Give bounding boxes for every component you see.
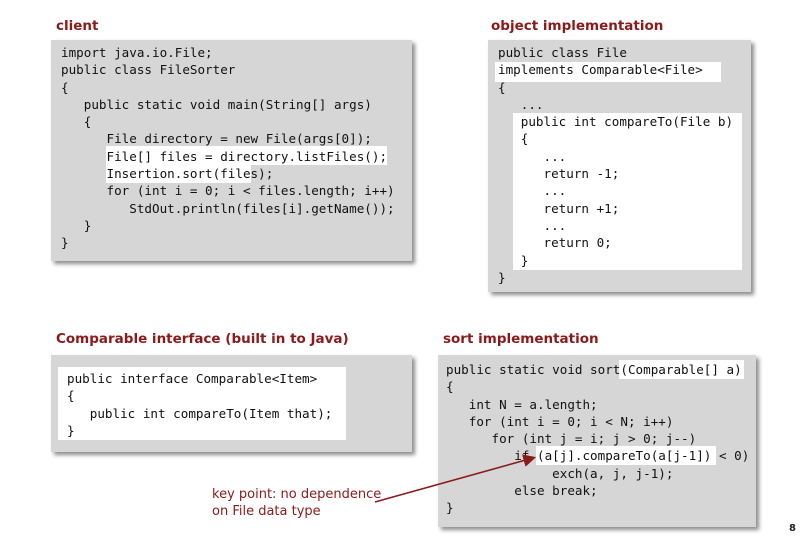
code-line: else break; xyxy=(446,483,598,499)
sort-impl-code: public static void sort(Comparable[] a) {… xyxy=(446,361,749,517)
comparable-title: Comparable interface (built in to Java) xyxy=(56,331,349,347)
code-line: return -1; xyxy=(498,166,620,182)
code-line: return +1; xyxy=(498,200,620,216)
code-line: public int compareTo(Item that); xyxy=(67,405,333,421)
code-line: if (a[j].compareTo(a[j-1]) < 0) xyxy=(446,448,750,464)
code-line: public class FileSorter xyxy=(61,62,236,78)
code-line: { xyxy=(498,131,529,147)
code-line: StdOut.println(files[i].getName()); xyxy=(61,200,395,216)
code-line: ... xyxy=(498,183,567,199)
key-point-line1: key point: no dependence xyxy=(212,487,382,502)
code-line: { xyxy=(67,388,75,404)
key-point-line2: on File data type xyxy=(212,504,321,519)
client-code: import java.io.File; public class FileSor… xyxy=(61,44,395,252)
sort-impl-highlight-param xyxy=(619,360,744,379)
code-line: } xyxy=(498,252,529,268)
comparable-code: public interface Comparable<Item> { publi… xyxy=(67,370,332,439)
code-line: implements Comparable<File> xyxy=(498,62,703,78)
code-line: ... xyxy=(498,96,544,112)
code-line: return 0; xyxy=(498,235,612,251)
client-highlight-listfiles xyxy=(106,146,387,165)
code-line: } xyxy=(498,269,506,285)
code-line: public class File xyxy=(498,45,627,60)
client-highlight-sort xyxy=(106,164,251,183)
page-number: 8 xyxy=(789,523,796,534)
sort-impl-highlight-compare xyxy=(536,446,716,465)
code-line: int N = a.length; xyxy=(446,396,598,412)
object-impl-code-panel: public class File implements Comparable<F… xyxy=(488,40,751,292)
code-line: for (int i = 0; i < N; i++) xyxy=(446,413,674,429)
code-line: File[] files = directory.listFiles(); xyxy=(61,148,388,164)
code-line: for (int j = i; j > 0; j--) xyxy=(446,431,697,447)
arrow-line xyxy=(374,454,537,503)
comparable-code-panel: public interface Comparable<Item> { publi… xyxy=(51,355,412,452)
code-line: public static void sort(Comparable[] a) xyxy=(446,362,742,377)
code-line: } xyxy=(67,422,75,438)
code-line: File directory = new File(args[0]); xyxy=(61,131,372,147)
code-line: public int compareTo(File b) xyxy=(498,114,734,130)
sort-impl-code-panel: public static void sort(Comparable[] a) {… xyxy=(438,355,756,527)
code-line: } xyxy=(61,235,69,251)
code-line: Insertion.sort(files); xyxy=(61,166,274,182)
code-line: ... xyxy=(498,217,567,233)
sort-impl-title: sort implementation xyxy=(443,331,599,347)
object-impl-highlight-implements xyxy=(495,62,721,82)
code-line: { xyxy=(61,79,69,95)
object-impl-code: public class File implements Comparable<F… xyxy=(498,44,733,286)
code-line: { xyxy=(61,114,92,130)
code-line: import java.io.File; xyxy=(61,45,213,60)
code-line: } xyxy=(61,217,92,233)
comparable-highlight xyxy=(58,367,346,440)
code-line: ... xyxy=(498,148,567,164)
object-impl-title: object implementation xyxy=(491,18,664,34)
code-line: { xyxy=(446,379,454,395)
code-line: } xyxy=(446,500,454,516)
client-title: client xyxy=(56,18,99,34)
client-code-panel: import java.io.File; public class FileSor… xyxy=(51,40,412,261)
code-line: public static void main(String[] args) xyxy=(61,96,372,112)
code-line: { xyxy=(498,79,506,95)
object-impl-highlight-compareto xyxy=(513,113,742,270)
code-line: for (int i = 0; i < files.length; i++) xyxy=(61,183,395,199)
code-line: exch(a, j, j-1); xyxy=(446,465,674,481)
code-line: public interface Comparable<Item> xyxy=(67,371,318,386)
key-point-note: key point: no dependence on File data ty… xyxy=(212,486,381,520)
